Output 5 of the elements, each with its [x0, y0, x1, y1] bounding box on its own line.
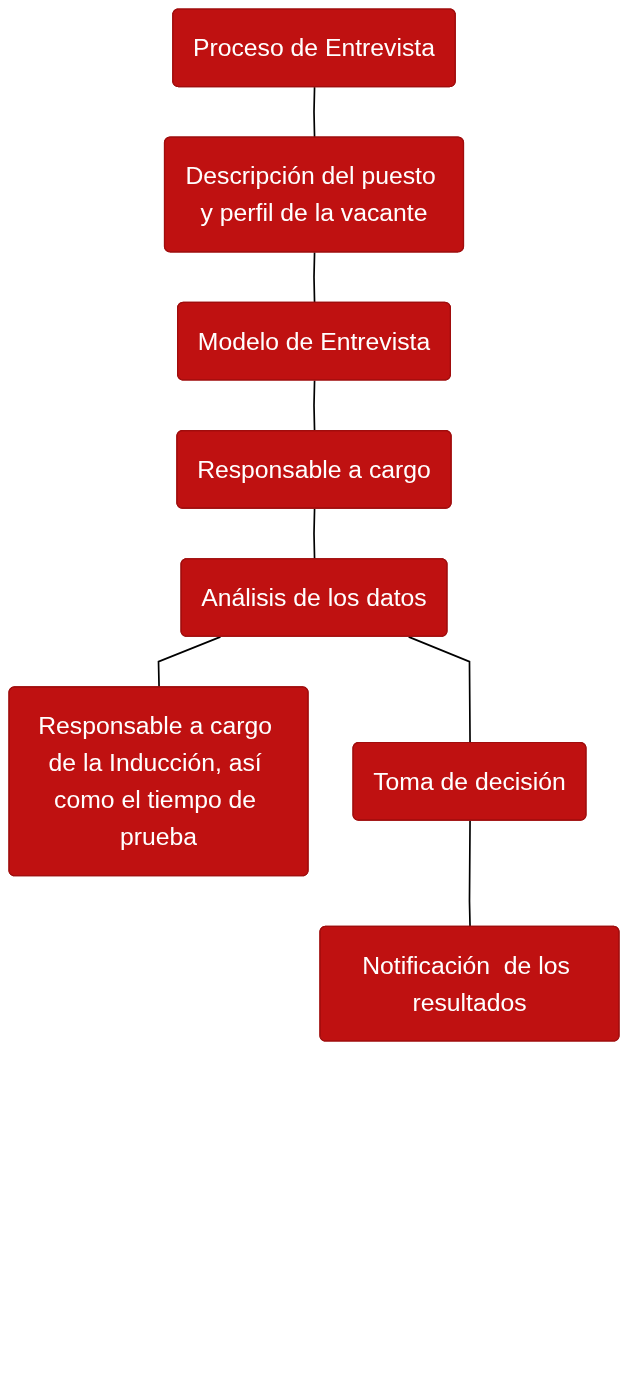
connector — [313, 379, 316, 432]
connector — [313, 86, 316, 139]
connector — [468, 819, 471, 928]
connector — [407, 636, 471, 744]
connector — [313, 251, 316, 304]
